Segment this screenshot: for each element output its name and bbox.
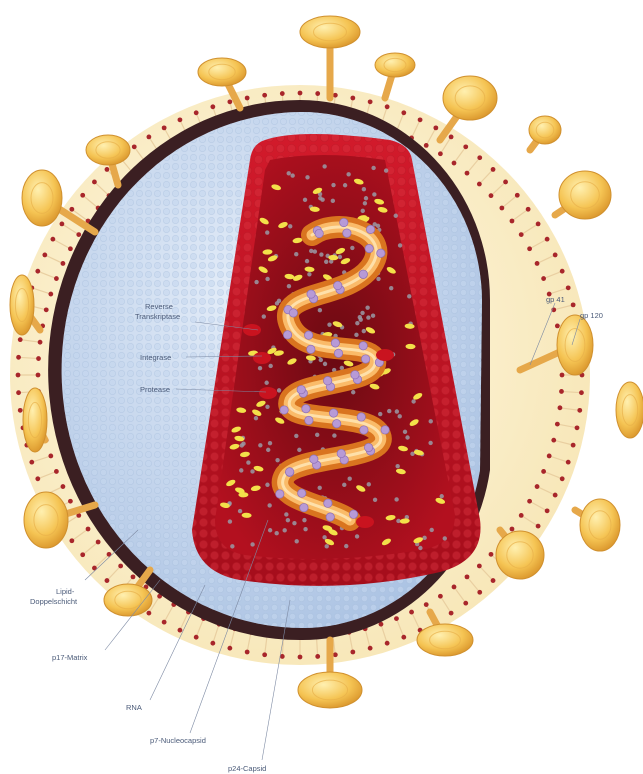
label-p17-matrix: p17-Matrix [52, 653, 88, 662]
label-rna: RNA [126, 703, 142, 712]
label-integrase: Integrase [140, 353, 171, 362]
label-lipid-1: Lipid- [56, 587, 75, 596]
label-protease: Protease [140, 385, 170, 394]
label-gp41: gp 41 [546, 295, 565, 304]
label-lipid-2: Doppelschicht [30, 597, 78, 606]
label-p24-capsid: p24-Capsid [228, 764, 266, 773]
label-reverse-transcriptase-1: Reverse [145, 302, 173, 311]
label-reverse-transcriptase-2: Transkriptase [135, 312, 180, 321]
label-gp120: gp 120 [580, 311, 603, 320]
label-p7-nucleocapsid: p7-Nucleocapsid [150, 736, 206, 745]
